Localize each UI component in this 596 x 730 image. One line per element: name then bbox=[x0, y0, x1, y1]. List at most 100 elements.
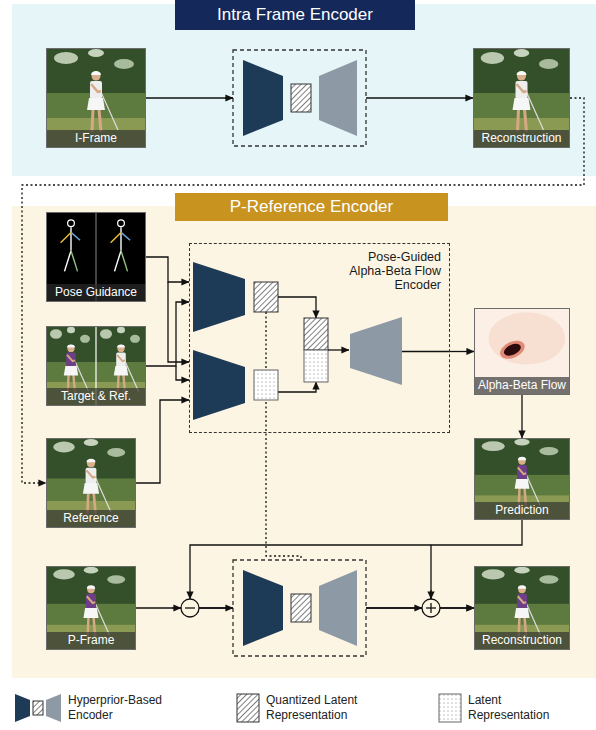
quantized-latent bbox=[254, 282, 278, 312]
flow-arrow bbox=[22, 98, 584, 483]
sky-patch bbox=[514, 567, 529, 574]
picture bbox=[473, 48, 570, 148]
flow-arrow bbox=[146, 257, 189, 282]
sky-patch bbox=[54, 52, 78, 64]
sky-patch bbox=[100, 329, 112, 339]
flow-blob bbox=[502, 341, 523, 358]
skirt bbox=[514, 608, 529, 618]
flow-synthesis-transform bbox=[350, 317, 402, 385]
scene-ground bbox=[474, 566, 570, 650]
skirt bbox=[64, 366, 78, 376]
head bbox=[518, 586, 526, 594]
skirt bbox=[83, 608, 98, 618]
arm bbox=[91, 84, 101, 92]
image-frame: Pose Guidance bbox=[46, 212, 146, 302]
panel-ground bbox=[12, 206, 596, 678]
sky-patch bbox=[539, 575, 558, 583]
quantized-latent bbox=[291, 594, 311, 622]
legend-label: Latent Representation bbox=[468, 693, 572, 723]
image-label: Prediction bbox=[475, 502, 569, 519]
flow-encoder-box: Pose-Guided Alpha-Beta Flow Encoder bbox=[189, 243, 450, 433]
cap bbox=[67, 344, 75, 347]
torso bbox=[86, 594, 96, 609]
panel-heading: Intra Frame Encoder bbox=[175, 0, 415, 30]
lawn bbox=[473, 118, 570, 148]
sky-patch bbox=[67, 327, 75, 333]
image-label: Pose Guidance bbox=[47, 284, 145, 301]
flow-halo bbox=[497, 337, 527, 362]
image-frame: P-Frame bbox=[46, 566, 136, 650]
scene-ground bbox=[473, 48, 570, 148]
lawn bbox=[46, 625, 136, 650]
sky-patch bbox=[114, 59, 134, 69]
sky-patch bbox=[50, 329, 62, 339]
sky-patch bbox=[482, 569, 505, 579]
lawn bbox=[474, 495, 570, 520]
arm bbox=[87, 470, 96, 477]
picture bbox=[46, 566, 136, 650]
picture bbox=[474, 438, 570, 520]
arrow-line bbox=[328, 349, 349, 350]
legend-icon bbox=[14, 692, 62, 724]
legend-quantized bbox=[237, 694, 259, 722]
head bbox=[92, 72, 101, 81]
legend-label: Hyperprior-Based Encoder bbox=[68, 693, 172, 723]
picture bbox=[46, 438, 136, 528]
legend-analysis bbox=[15, 694, 30, 722]
flow-arrow bbox=[136, 400, 189, 483]
head bbox=[87, 459, 95, 467]
legend-icon bbox=[236, 693, 260, 723]
cap bbox=[518, 585, 526, 588]
sky-patch bbox=[514, 49, 530, 57]
skirt bbox=[87, 98, 105, 110]
sky-patch bbox=[481, 52, 504, 64]
legend-label: Quantized Latent Representation bbox=[266, 693, 370, 723]
skirt bbox=[83, 483, 99, 494]
head bbox=[517, 72, 526, 81]
flow-ground bbox=[474, 308, 570, 395]
pose-limb bbox=[120, 227, 121, 250]
add-operator bbox=[422, 599, 440, 617]
pose-limb bbox=[71, 232, 80, 240]
encoder-box bbox=[233, 560, 366, 656]
torso bbox=[116, 352, 126, 366]
picture bbox=[46, 326, 146, 406]
synthesis-transform bbox=[319, 60, 357, 136]
arrow-line bbox=[199, 607, 233, 608]
flow-haze bbox=[488, 312, 565, 364]
arm bbox=[518, 596, 526, 603]
image-frame: Reconstruction bbox=[474, 566, 570, 650]
legend-synthesis bbox=[46, 694, 61, 722]
encoder-panel: Intra Frame EncoderI-FrameReconstruction bbox=[12, 4, 596, 176]
sky-patch bbox=[514, 439, 529, 446]
analysis-transform bbox=[243, 60, 283, 136]
pose-head bbox=[68, 220, 75, 227]
scene-ground bbox=[46, 566, 136, 650]
pose-limb bbox=[71, 251, 78, 272]
leg bbox=[525, 109, 527, 132]
pose-limb bbox=[115, 251, 122, 272]
picture bbox=[474, 308, 570, 395]
sky-patch bbox=[88, 49, 104, 57]
pose-analysis-transform bbox=[193, 262, 245, 332]
legend-item: Hyperprior-Based Encoder bbox=[14, 690, 172, 726]
cap bbox=[518, 457, 526, 460]
image-label: P-Frame bbox=[47, 632, 135, 649]
arrow-line bbox=[278, 297, 316, 318]
cap bbox=[517, 71, 527, 75]
encoder-box bbox=[233, 50, 366, 146]
pose-limb bbox=[70, 227, 71, 250]
torso bbox=[66, 352, 76, 366]
pose-ground bbox=[46, 212, 146, 302]
image-frame: Reconstruction bbox=[473, 48, 570, 148]
pose-limb bbox=[121, 232, 130, 240]
latent bbox=[304, 350, 328, 382]
torso bbox=[90, 81, 102, 99]
pose-limb bbox=[111, 232, 121, 242]
torso bbox=[516, 81, 528, 99]
sky-patch bbox=[117, 327, 125, 333]
arrow-line bbox=[172, 607, 181, 608]
image-analysis-transform bbox=[193, 350, 245, 420]
